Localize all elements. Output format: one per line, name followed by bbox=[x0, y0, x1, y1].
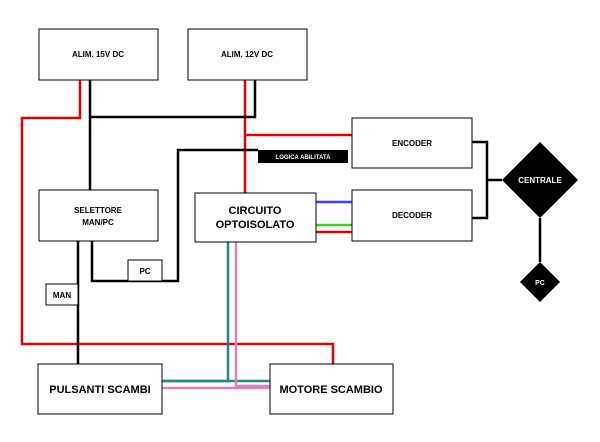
node-centrale-label: CENTRALE bbox=[518, 176, 562, 185]
node-pulsanti-label: PULSANTI SCAMBI bbox=[49, 384, 150, 396]
node-pc-diamond: PC bbox=[520, 262, 560, 302]
node-circuito-label-2: OPTOISOLATO bbox=[216, 219, 295, 231]
wire-black-common bbox=[90, 80, 257, 119]
node-pc-small-label: PC bbox=[139, 267, 150, 276]
node-motore-label: MOTORE SCAMBIO bbox=[279, 384, 383, 396]
logica-abilitata-label: LOGICA ABILITATA bbox=[276, 155, 332, 161]
node-man-label: MAN bbox=[53, 291, 71, 300]
node-encoder: ENCODER bbox=[351, 117, 473, 169]
node-pc-small: PC bbox=[127, 259, 163, 282]
node-alim-12v-label: ALIM. 12V DC bbox=[221, 50, 273, 59]
node-pulsanti-scambi: PULSANTI SCAMBI bbox=[37, 363, 163, 415]
node-selettore: SELETTORE MAN/PC bbox=[38, 189, 159, 242]
node-selettore-label-1: SELETTORE bbox=[74, 206, 123, 215]
node-centrale: CENTRALE bbox=[502, 142, 578, 218]
node-motore-scambio: MOTORE SCAMBIO bbox=[269, 363, 394, 415]
node-encoder-label: ENCODER bbox=[392, 139, 432, 148]
node-selettore-label-2: MAN/PC bbox=[82, 218, 114, 227]
node-alim-12v: ALIM. 12V DC bbox=[187, 28, 308, 81]
node-alim-15v: ALIM. 15V DC bbox=[38, 28, 159, 81]
wire-pink-circuito-motore bbox=[234, 242, 270, 388]
wire-power-15v-motore bbox=[20, 80, 335, 364]
wire-black-selettore-pc bbox=[90, 148, 258, 283]
node-decoder-label: DECODER bbox=[392, 211, 432, 220]
wire-black-enc-dec-centrale bbox=[472, 140, 489, 220]
node-decoder: DECODER bbox=[351, 189, 473, 242]
node-man: MAN bbox=[45, 283, 79, 306]
wire-teal-circuito-pulsanti bbox=[162, 242, 230, 383]
node-circuito-label-1: CIRCUITO bbox=[229, 205, 282, 217]
logica-abilitata-tag: LOGICA ABILITATA bbox=[258, 150, 348, 163]
node-pc-diamond-label: PC bbox=[535, 280, 545, 287]
node-circuito: CIRCUITO OPTOISOLATO bbox=[194, 192, 317, 243]
node-alim-15v-label: ALIM. 15V DC bbox=[72, 50, 124, 59]
